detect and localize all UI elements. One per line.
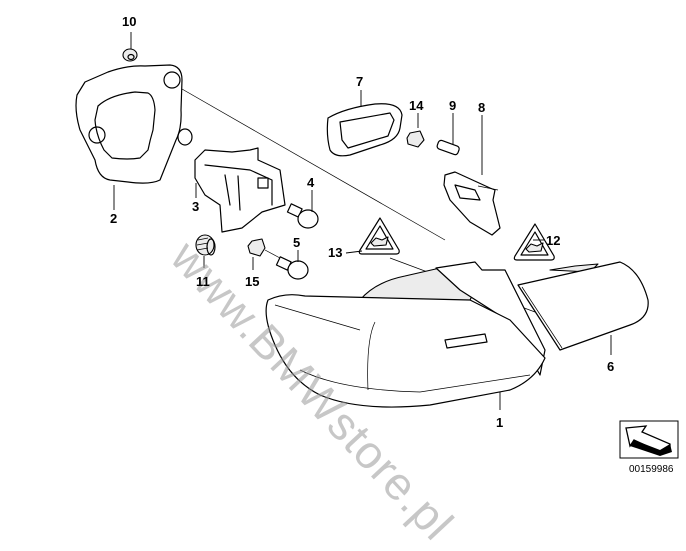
part-14-socket[interactable] [406,130,425,148]
part-12-warning-label[interactable] [513,223,555,261]
parts-diagram [75,32,679,459]
part-label-9[interactable]: 9 [449,98,457,113]
part-2-gasket[interactable] [75,64,193,184]
navigation-arrow-icon[interactable] [619,420,679,459]
part-label-6[interactable]: 6 [607,359,615,374]
part-label-15[interactable]: 15 [245,274,260,289]
part-8-clip[interactable] [443,171,501,236]
part-11-plug[interactable] [195,234,216,256]
part-label-14[interactable]: 14 [409,98,424,113]
part-label-5[interactable]: 5 [293,235,301,250]
diagram-reference-number: 00159986 [629,464,674,475]
part-10-grommet[interactable] [122,48,138,62]
part-7-seal-frame[interactable] [326,103,403,157]
part-label-4[interactable]: 4 [307,175,315,190]
part-9-bulb[interactable] [436,139,460,156]
part-label-8[interactable]: 8 [478,100,486,115]
leader-lines [113,32,612,410]
part-5-bulb[interactable] [264,249,309,280]
part-13-warning-label[interactable] [358,217,400,255]
part-3-carrier[interactable] [194,147,286,233]
part-6-inner-lens[interactable] [517,261,649,351]
part-label-1[interactable]: 1 [496,415,504,430]
part-label-7[interactable]: 7 [356,74,364,89]
part-1-outer-housing[interactable] [265,261,546,408]
part-15-socket[interactable] [247,238,266,257]
part-label-10[interactable]: 10 [122,14,137,29]
part-label-3[interactable]: 3 [192,199,200,214]
alignment-line [174,84,446,241]
part-label-13[interactable]: 13 [328,245,343,260]
part-label-2[interactable]: 2 [110,211,118,226]
part-4-bulb[interactable] [286,203,319,229]
part-label-12[interactable]: 12 [546,233,561,248]
part-label-11[interactable]: 11 [196,274,210,289]
